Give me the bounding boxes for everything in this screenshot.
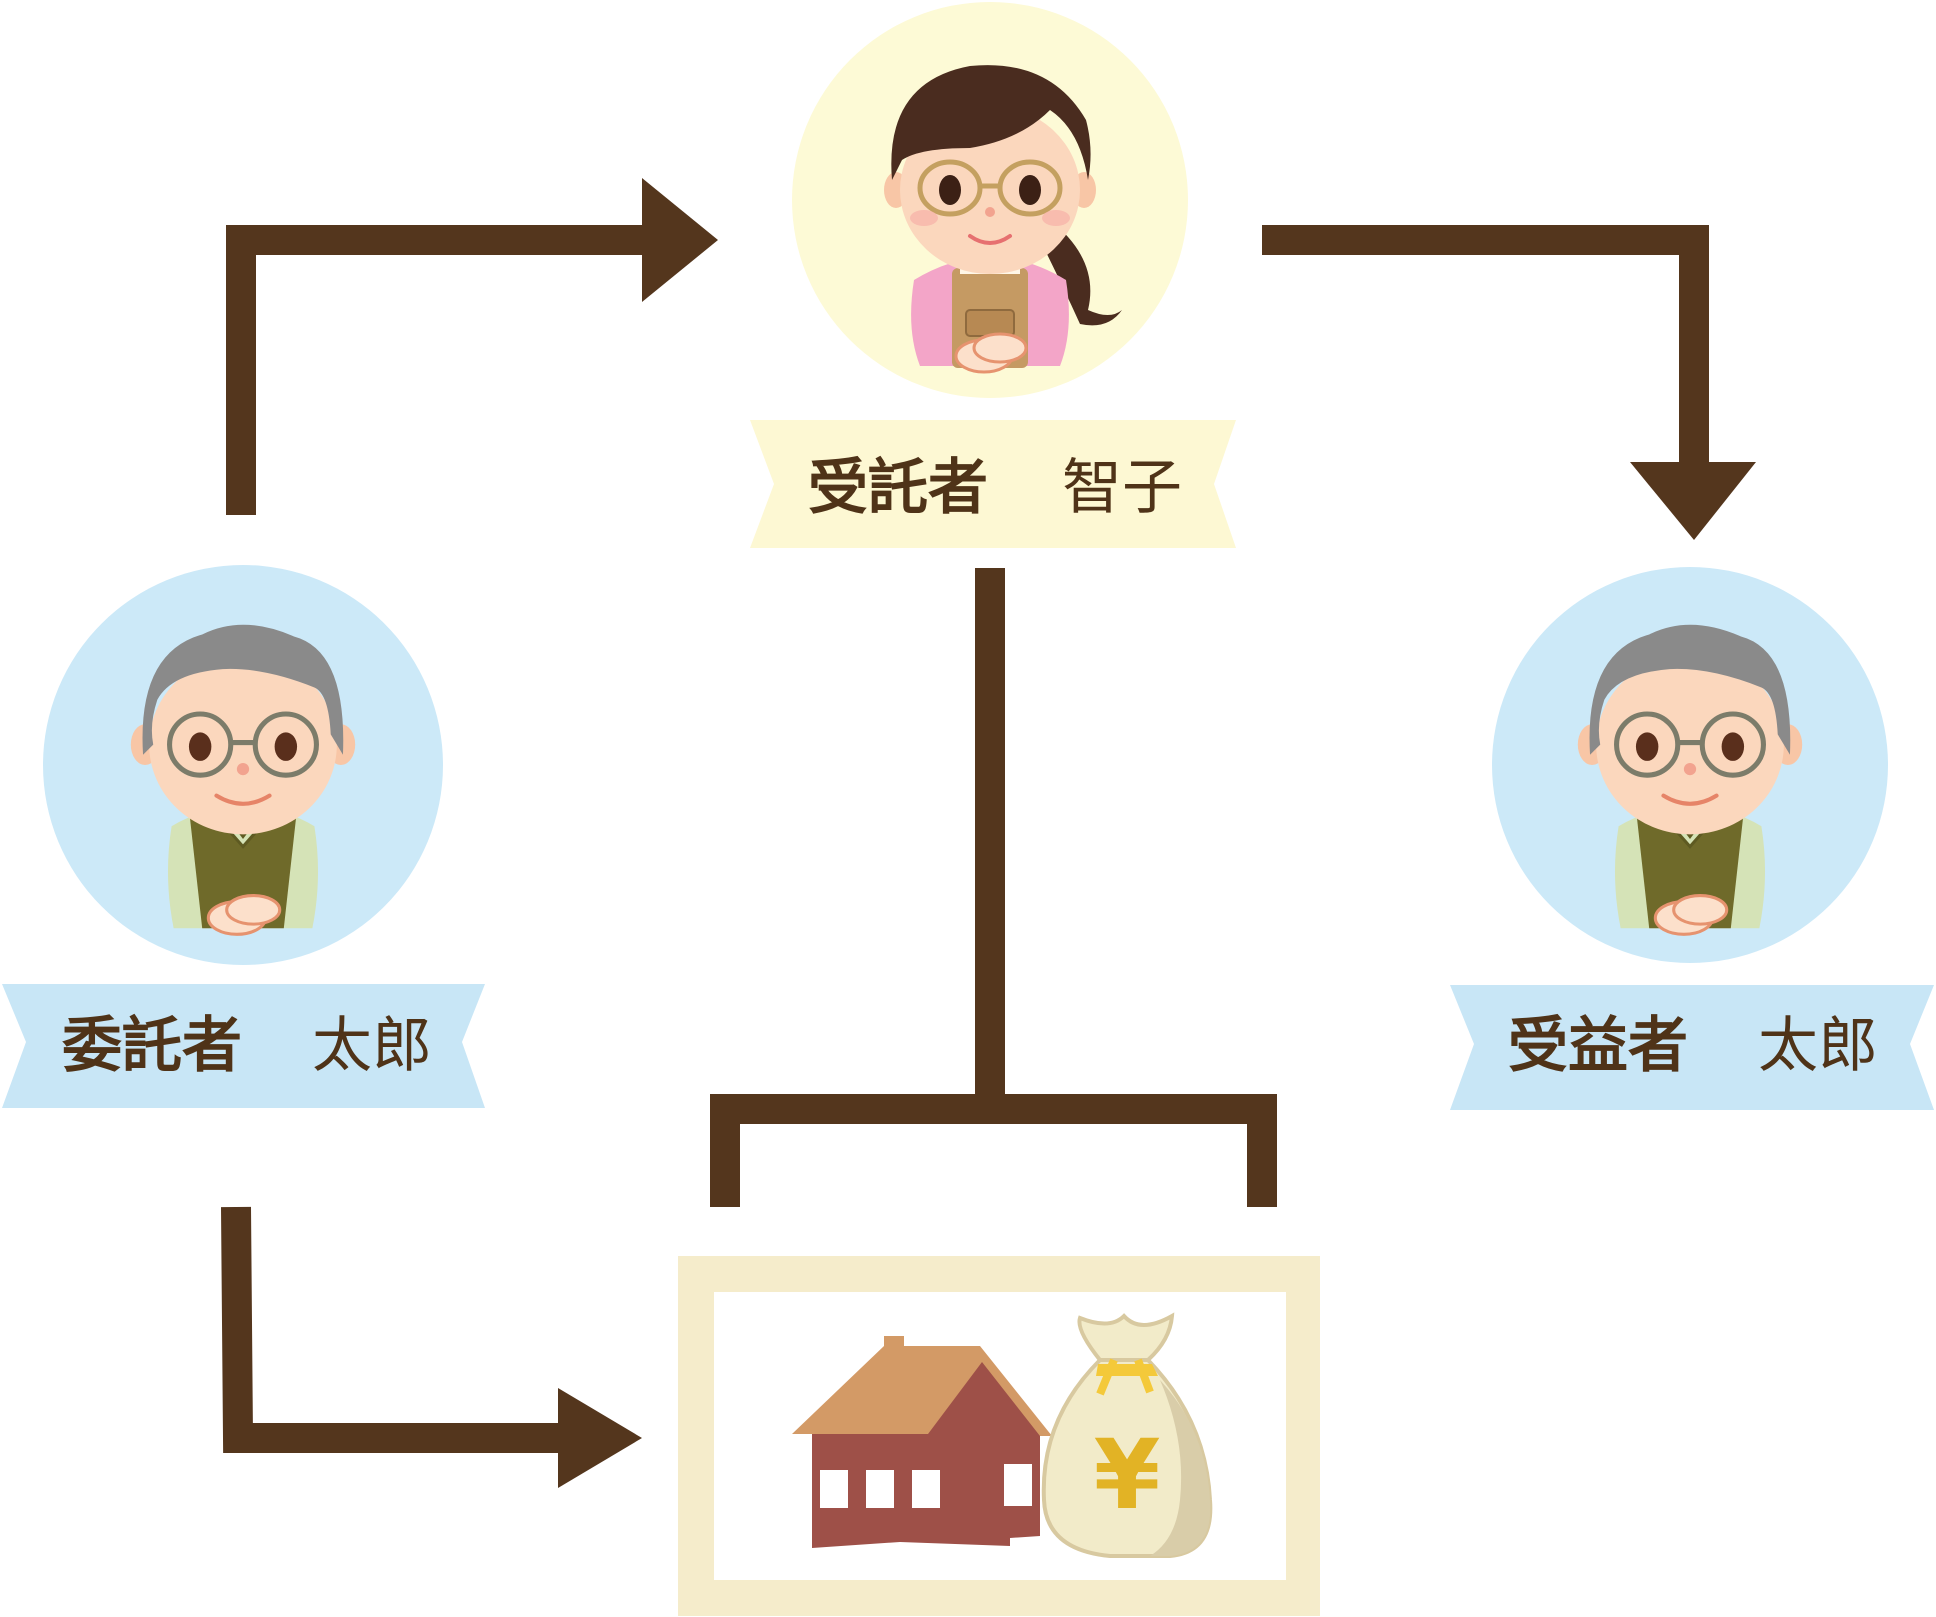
arrow-head-assets xyxy=(558,1388,642,1488)
trustee-name: 智子 xyxy=(1062,453,1182,523)
trustee-role: 受託者 xyxy=(808,453,988,523)
settlor-name: 太郎 xyxy=(312,1011,432,1081)
arrow-settlor-to-trustee xyxy=(226,225,655,515)
trustee-node: 受託者 智子 xyxy=(750,2,1236,548)
assets-bracket xyxy=(710,1094,1277,1207)
settlor-role: 委託者 xyxy=(62,1011,242,1081)
arrow-head-beneficiary xyxy=(1630,462,1756,540)
house-icon xyxy=(792,1336,1052,1548)
yen-symbol: ¥ xyxy=(1094,1419,1161,1531)
trustee-banner xyxy=(750,420,1236,548)
arrow-head-trustee xyxy=(642,178,718,302)
money-bag-icon: ¥ xyxy=(1041,1312,1213,1558)
beneficiary-banner xyxy=(1450,985,1934,1110)
settlor-node: 委託者 太郎 xyxy=(2,565,485,1108)
beneficiary-name: 太郎 xyxy=(1758,1011,1878,1081)
arrow-trustee-to-beneficiary xyxy=(1262,225,1709,470)
beneficiary-node: 受益者 太郎 xyxy=(1450,567,1934,1110)
beneficiary-role: 受益者 xyxy=(1508,1011,1688,1081)
assets-box: ¥ xyxy=(678,1256,1320,1616)
settlor-banner xyxy=(2,984,485,1108)
arrow-settlor-to-assets xyxy=(221,1206,578,1453)
